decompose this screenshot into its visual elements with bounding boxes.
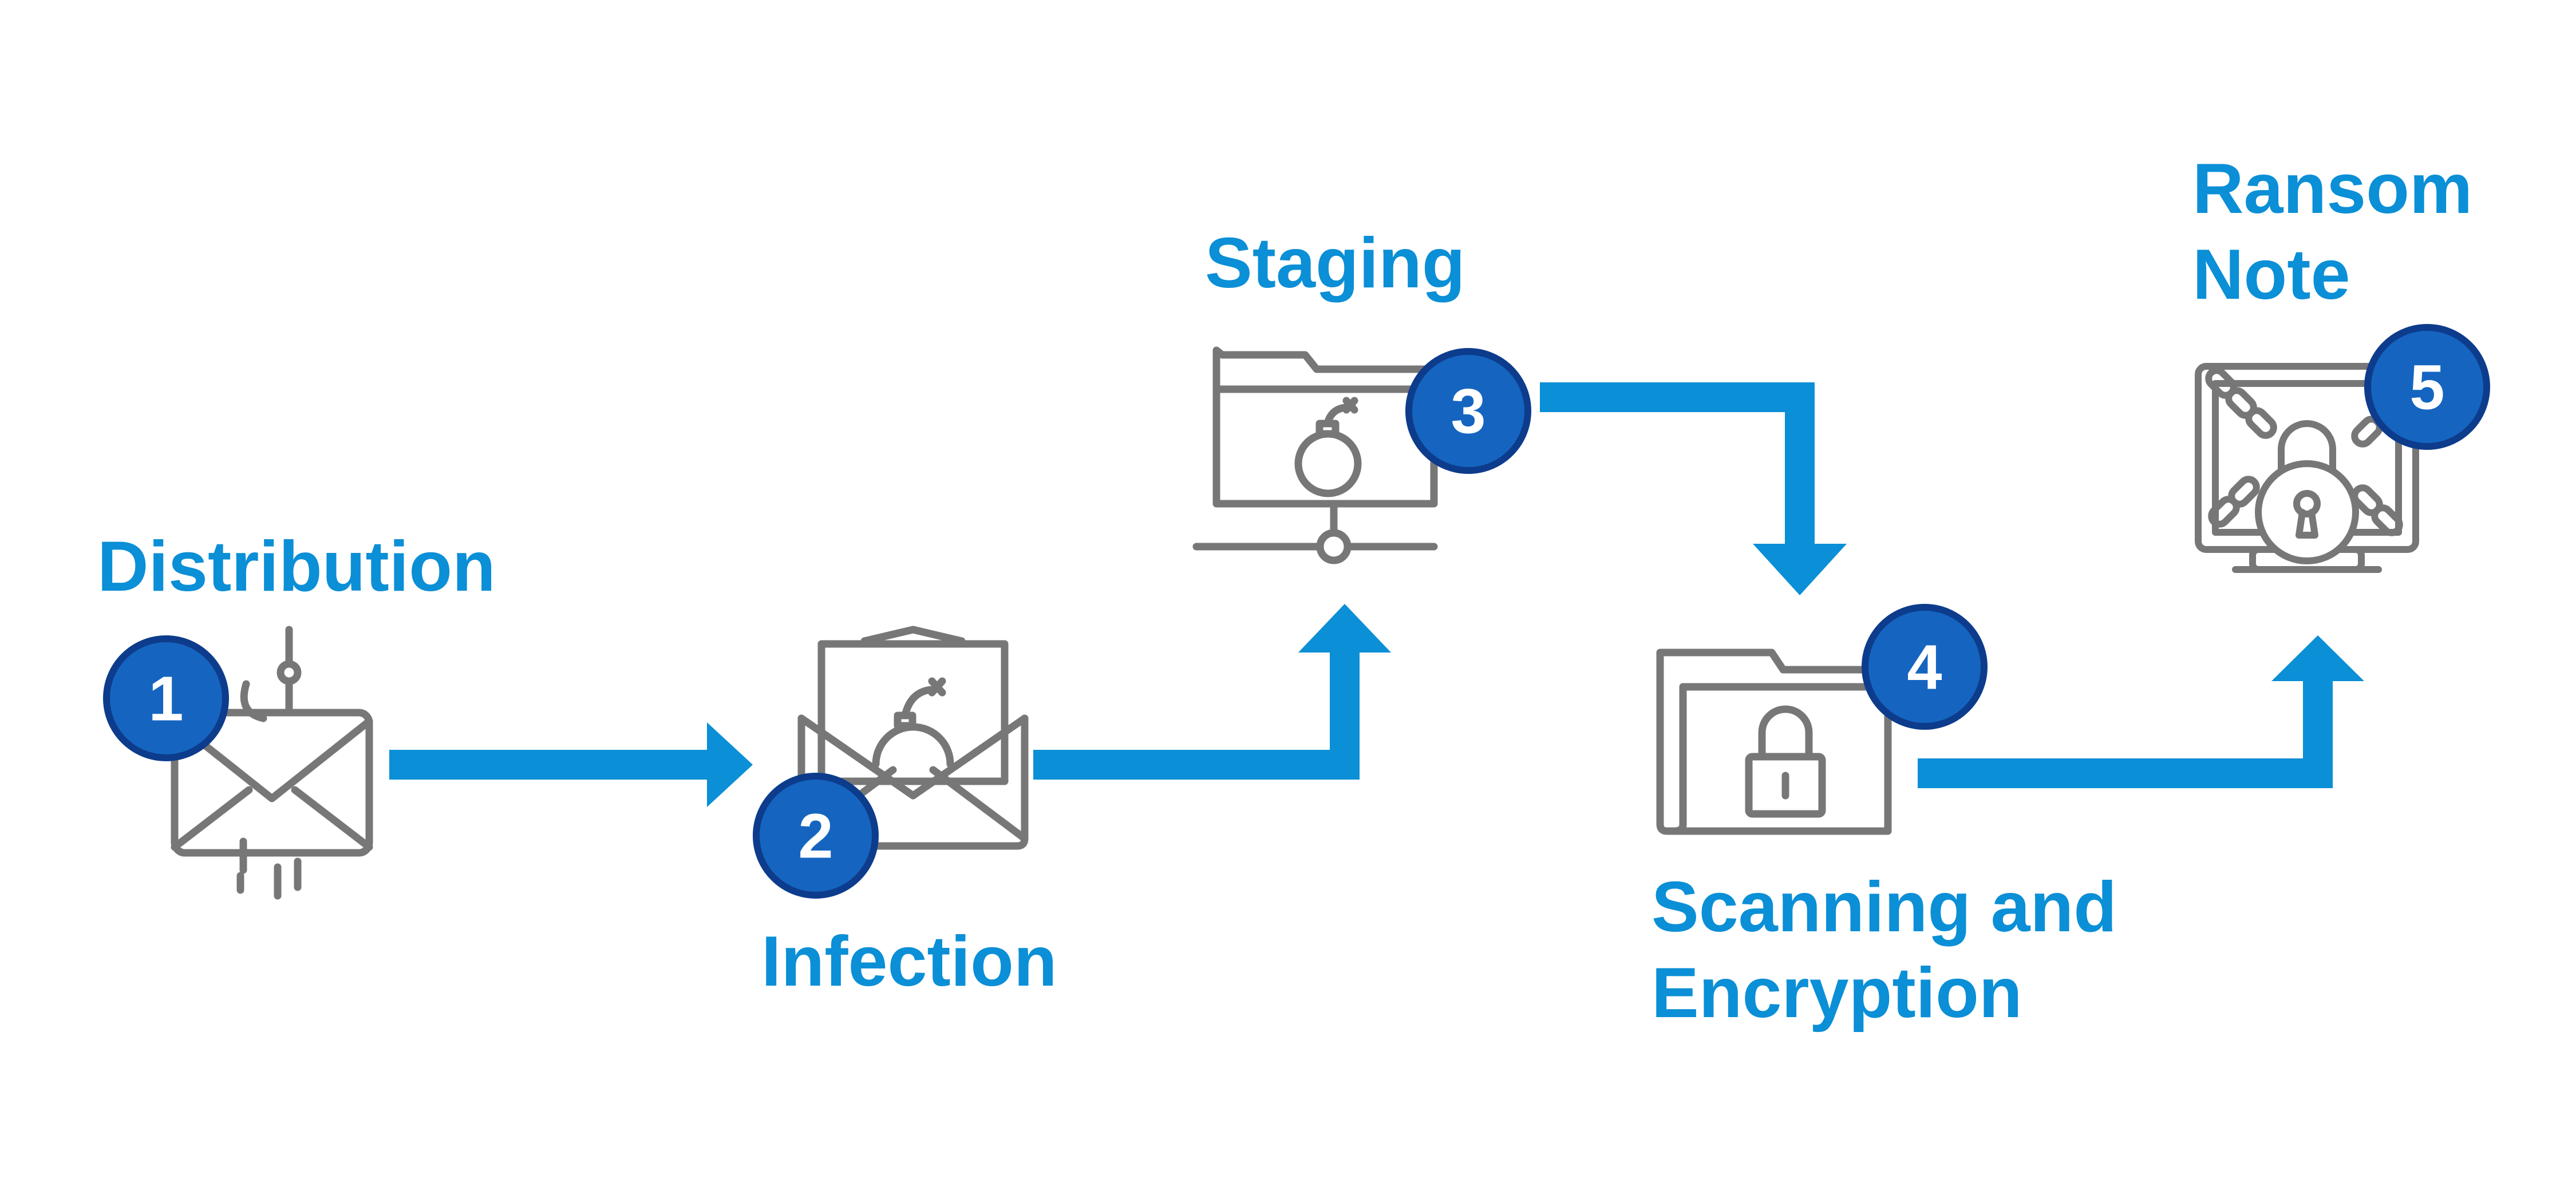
locked-folder-icon <box>1656 649 1892 835</box>
step-1-badge: 1 <box>103 635 229 761</box>
step-4-label-line-2: Encryption <box>1652 954 2022 1033</box>
step-3-label: Staging <box>1205 220 1465 306</box>
email-bomb-icon <box>797 626 1029 850</box>
step-5-label-line-1: Ransom <box>2192 149 2473 228</box>
step-5-badge: 5 <box>2364 324 2490 450</box>
network-folder-bomb-icon <box>1192 346 1438 564</box>
step-2-badge: 2 <box>753 773 879 899</box>
step-5-label: Ransom Note <box>2192 146 2472 318</box>
step-3-label-line-1: Staging <box>1205 224 1465 303</box>
step-5-number: 5 <box>2409 353 2444 423</box>
step-4-number: 4 <box>1907 632 1942 703</box>
step-4-label: Scanning and Encryption <box>1652 864 2117 1036</box>
step-1-label: Distribution <box>97 524 496 610</box>
flow-arrows <box>389 382 2364 807</box>
step-2-label: Infection <box>761 919 1057 1005</box>
step-2-label-line-1: Infection <box>761 922 1057 1001</box>
step-3-badge: 3 <box>1405 348 1531 474</box>
step-2-number: 2 <box>798 801 833 872</box>
step-4-badge: 4 <box>1862 604 1988 730</box>
arrow-step3-to-step4 <box>1540 382 1847 595</box>
step-1-number: 1 <box>148 664 183 734</box>
arrow-step2-to-step3 <box>1033 604 1391 780</box>
chained-padlock-monitor-icon <box>2195 363 2419 573</box>
step-3-number: 3 <box>1451 377 1485 447</box>
step-4-label-line-1: Scanning and <box>1652 868 2117 947</box>
arrow-step1-to-step2 <box>389 722 753 807</box>
step-5-label-line-2: Note <box>2192 235 2350 314</box>
arrow-step4-to-step5 <box>1918 635 2364 788</box>
phishing-email-icon <box>171 626 373 900</box>
step-1-label-line-1: Distribution <box>97 527 496 606</box>
